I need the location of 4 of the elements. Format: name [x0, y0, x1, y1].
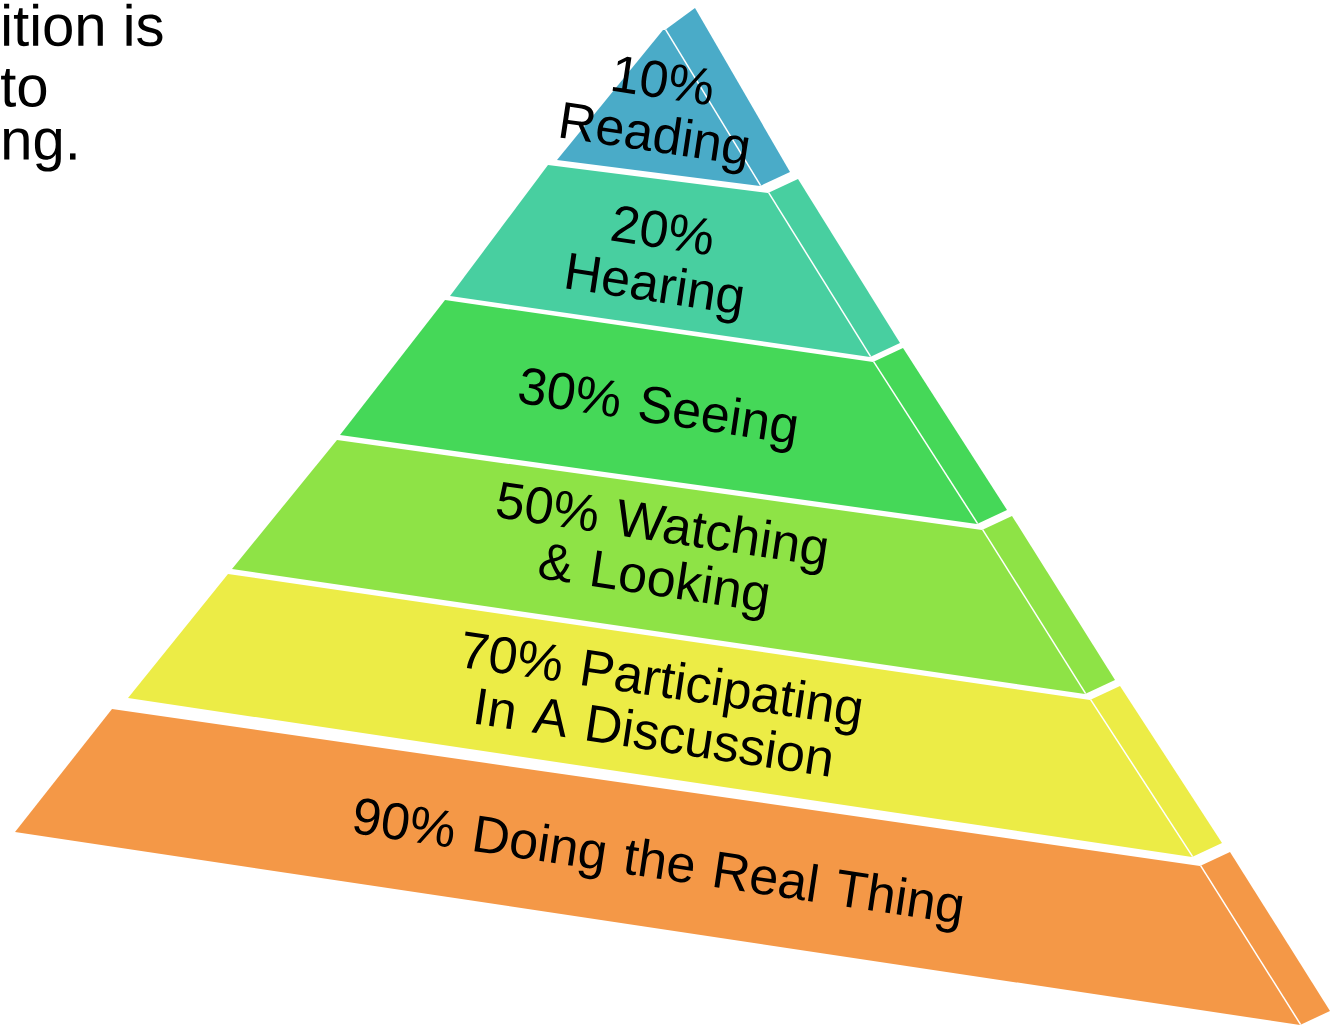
text-line: ng.	[4, 128, 76, 172]
text-line: to	[1, 68, 47, 108]
text-line: ition is	[4, 3, 163, 47]
pyramid-layer: 10% Reading	[557, 8, 790, 187]
